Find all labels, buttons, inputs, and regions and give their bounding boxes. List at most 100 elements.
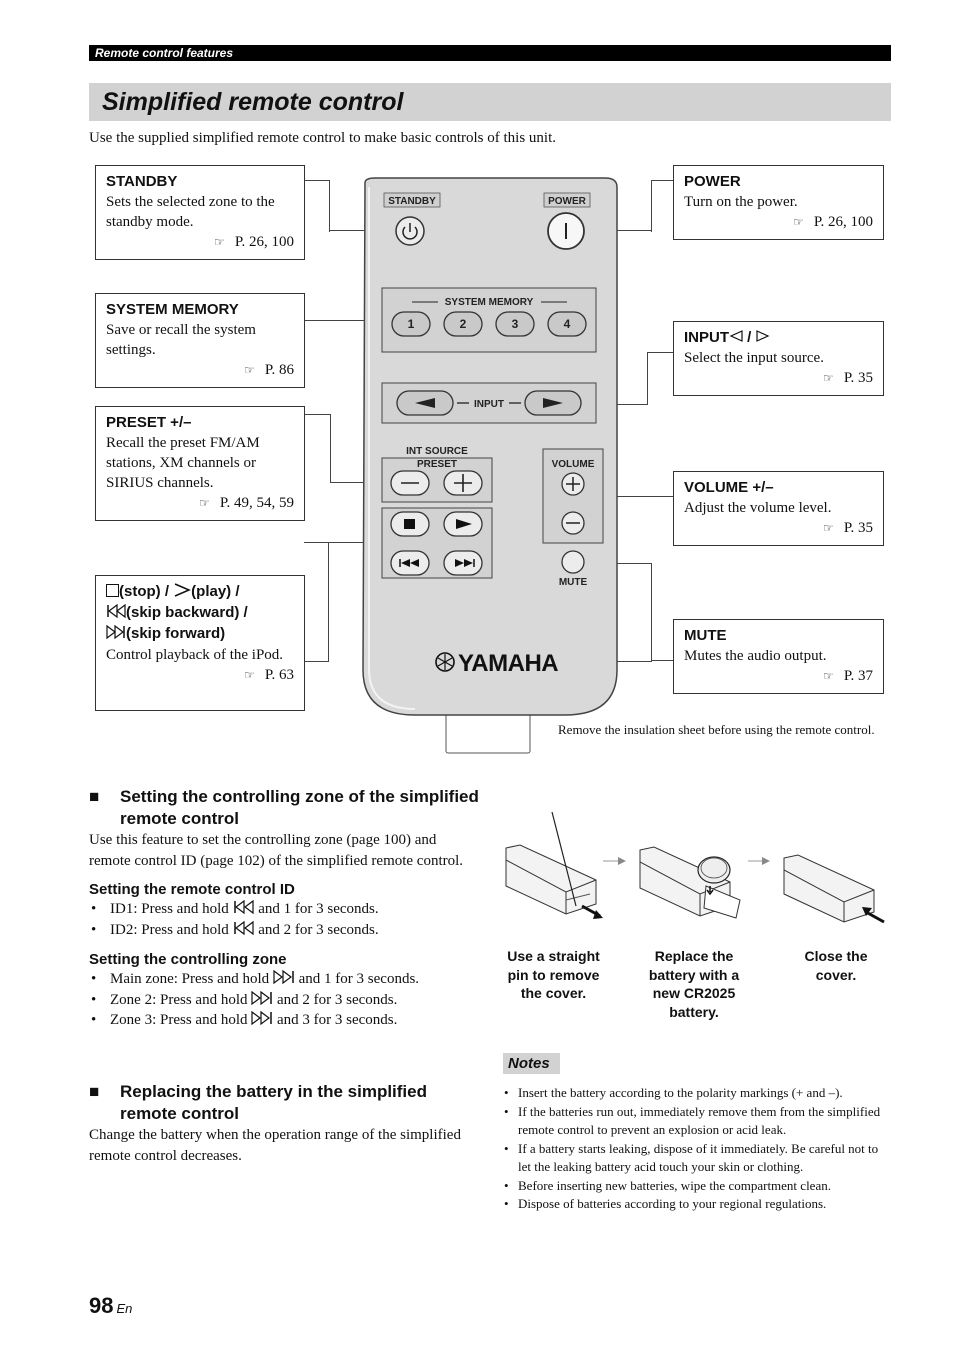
- skip-forward-icon: [273, 969, 294, 985]
- remote-power-label: POWER: [548, 196, 587, 207]
- input-connector: [647, 352, 674, 405]
- remote-memory-buttons[interactable]: 1 2 3 4: [391, 311, 587, 337]
- remote-mute-button[interactable]: [561, 550, 585, 574]
- system-memory-connector: [304, 320, 383, 321]
- page-title-bar: Simplified remote control: [89, 83, 891, 121]
- remote-id-list: ID1: Press and hold and 1 for 3 seconds.…: [89, 899, 479, 940]
- callout-standby-title: STANDBY: [106, 173, 178, 190]
- callout-input-title: INPUT /: [684, 328, 873, 348]
- section-controlling-zone: ■Setting the controlling zone of the sim…: [89, 786, 479, 1031]
- callout-mute-ref-line: ☞P. 37: [684, 666, 873, 686]
- callout-power-title: POWER: [684, 173, 741, 190]
- remote-input-right-button[interactable]: [524, 390, 582, 416]
- remote-skip-forward-button[interactable]: [443, 550, 483, 576]
- callout-mute: MUTE Mutes the audio output. ☞P. 37: [673, 619, 884, 694]
- standby-connector: [304, 180, 330, 232]
- list-item: Zone 2: Press and hold and 2 for 3 secon…: [89, 990, 479, 1011]
- section-header-bar: Remote control features: [89, 45, 891, 61]
- input-connector-h: [596, 404, 647, 405]
- callout-stop-label: (stop) /: [119, 583, 174, 600]
- power-connector: [651, 180, 674, 232]
- remote-preset-minus-button[interactable]: [390, 470, 430, 496]
- callout-input-ref-line: ☞ P. 35: [684, 368, 873, 388]
- callout-preset-text: Recall the preset FM/AM stations, XM cha…: [106, 435, 260, 491]
- remote-volume-minus-button[interactable]: [561, 511, 585, 535]
- playback-connector-h: [328, 542, 383, 543]
- callout-volume-ref: P. 35: [843, 520, 873, 536]
- remote-stop-button[interactable]: [390, 511, 430, 537]
- notes-label: Notes: [508, 1055, 550, 1072]
- page-ref-icon: ☞: [823, 371, 834, 385]
- callout-volume-title: VOLUME +/–: [684, 479, 774, 496]
- remote-input-left-button[interactable]: [396, 390, 454, 416]
- callout-system-memory: SYSTEM MEMORY Save or recall the system …: [95, 293, 305, 388]
- square-bullet-icon: ■: [89, 1082, 100, 1101]
- remote-skip-backward-button[interactable]: [390, 550, 430, 576]
- remote-body: [362, 177, 618, 716]
- battery-replacement-illustration: [505, 811, 885, 924]
- callout-power-ref: P. 26, 100: [813, 214, 873, 230]
- remote-volume-plus-button[interactable]: [561, 472, 585, 496]
- preset-connector-h: [330, 482, 382, 483]
- callout-playback-text: Control playback of the iPod.: [106, 647, 284, 663]
- page-ref-icon: ☞: [199, 496, 210, 510]
- standby-connector-h: [329, 230, 389, 231]
- callout-system-memory-ref: P. 86: [264, 362, 294, 378]
- callout-system-memory-title: SYSTEM MEMORY: [106, 301, 239, 318]
- page-ref-icon: ☞: [214, 235, 225, 249]
- callout-skipf-label: (skip forward): [126, 625, 226, 642]
- skip-backward-icon: [106, 603, 126, 624]
- callout-preset-title: PRESET +/–: [106, 414, 192, 431]
- mute-connector-h: [651, 660, 673, 661]
- remote-standby-button[interactable]: [395, 216, 425, 246]
- remote-play-button[interactable]: [443, 511, 483, 537]
- notes-label-box: Notes: [503, 1053, 560, 1074]
- input-left-icon: [729, 328, 743, 348]
- preset-connector: [304, 414, 331, 483]
- page-ref-icon: ☞: [793, 215, 804, 229]
- callout-system-memory-ref-line: ☞P. 86: [106, 360, 294, 380]
- remote-preset-plus-button[interactable]: [443, 470, 483, 496]
- page-title: Simplified remote control: [102, 88, 404, 116]
- memory-button-4[interactable]: 4: [564, 317, 571, 331]
- list-item: Dispose of batteries according to your r…: [503, 1195, 893, 1214]
- remote-power-button[interactable]: [547, 212, 585, 250]
- skip-forward-icon: [106, 624, 126, 645]
- callout-preset: PRESET +/– Recall the preset FM/AM stati…: [95, 406, 305, 521]
- memory-button-1[interactable]: 1: [408, 317, 415, 331]
- page-ref-icon: ☞: [244, 668, 255, 682]
- remote-brand: YAMAHA: [458, 650, 558, 677]
- stop-icon: [106, 584, 119, 597]
- skip-forward-icon: [251, 990, 272, 1005]
- callout-standby-ref-line: ☞P. 26, 100: [106, 232, 294, 252]
- battery-step-3-caption: Close the cover.: [804, 948, 868, 983]
- callout-standby: STANDBY Sets the selected zone to the st…: [95, 165, 305, 260]
- callout-input-ref: P. 35: [843, 370, 873, 386]
- list-item: ID1: Press and hold and 1 for 3 seconds.: [89, 899, 479, 920]
- memory-button-3[interactable]: 3: [512, 317, 519, 331]
- step3-remote-illustration: [783, 854, 885, 924]
- skip-forward-icon: [251, 1010, 272, 1026]
- list-item: Insert the battery according to the pola…: [503, 1084, 893, 1103]
- list-item: Zone 3: Press and hold and 3 for 3 secon…: [89, 1010, 479, 1031]
- callout-playback-title: (stop) / (play) / (skip backward) / (ski…: [106, 582, 294, 645]
- callout-power-text: Turn on the power.: [684, 194, 798, 210]
- battery-step-2-caption: Replace the battery with a new CR2025 ba…: [648, 948, 740, 1020]
- step-arrow-1: [603, 857, 626, 865]
- list-item: If the batteries run out, immediately re…: [503, 1103, 893, 1140]
- remote-input-label: INPUT: [474, 399, 504, 410]
- section-replacing-battery-title: Replacing the battery in the simplified …: [120, 1082, 427, 1123]
- remote-illustration: STANDBY POWER SYSTEM MEMORY 1 2 3 4 INPU…: [362, 177, 618, 754]
- callout-mute-title: MUTE: [684, 627, 727, 644]
- callout-input: INPUT / Select the input source. ☞P. 35: [673, 321, 884, 396]
- memory-button-2[interactable]: 2: [460, 317, 467, 331]
- page-language: En: [116, 1301, 133, 1316]
- section-controlling-zone-heading: ■Setting the controlling zone of the sim…: [89, 786, 479, 830]
- section-replacing-battery: ■ Replacing the battery in the simplified…: [89, 1081, 479, 1166]
- subheading-controlling-zone: Setting the controlling zone: [89, 951, 287, 968]
- play-icon: [173, 583, 192, 603]
- remote-standby-label: STANDBY: [388, 196, 436, 207]
- zone-list: Main zone: Press and hold and 1 for 3 se…: [89, 969, 479, 1031]
- callout-input-title-text: INPUT: [684, 329, 729, 346]
- section-label: Remote control features: [95, 46, 234, 60]
